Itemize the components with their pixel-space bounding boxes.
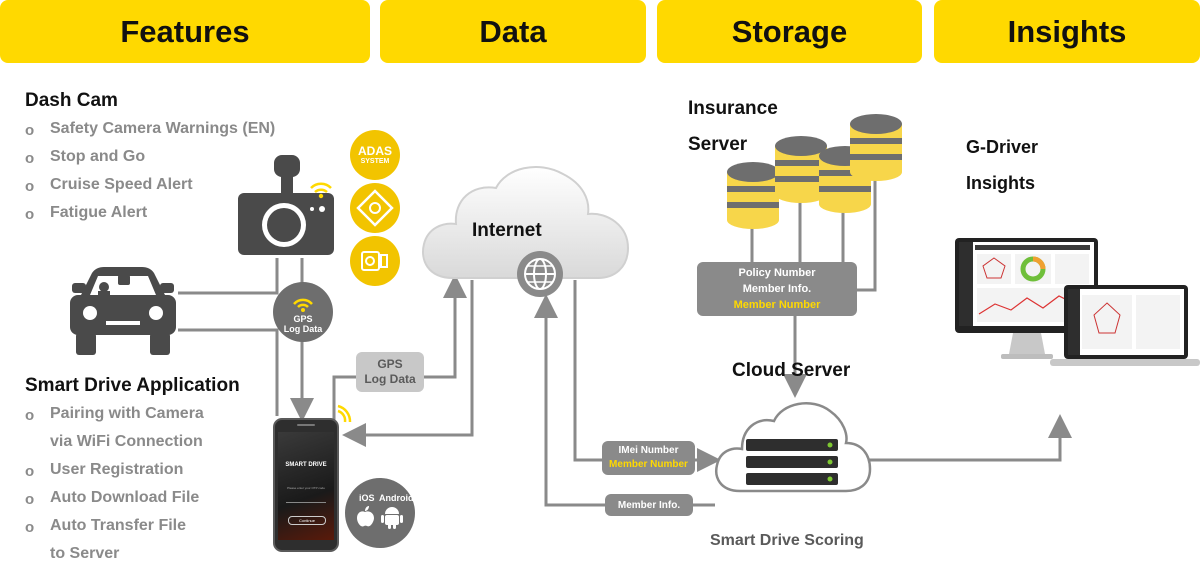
ios-label: iOS xyxy=(359,493,375,503)
adas-system-badge: ADAS SYSTEM xyxy=(350,130,400,180)
policy-number-label: Policy Number xyxy=(738,267,816,279)
phone-input[interactable] xyxy=(286,502,326,503)
bullet-icon: o xyxy=(25,150,35,167)
wifi-icon xyxy=(310,182,332,199)
database-icon xyxy=(727,162,779,229)
policy-info-box: Policy Number Member Info. Member Number xyxy=(697,262,857,316)
feature-item: Pairing with Camera xyxy=(50,405,204,422)
smart-drive-scoring-label: Smart Drive Scoring xyxy=(710,532,864,549)
feature-item: to Server xyxy=(50,545,120,562)
bullet-icon: o xyxy=(25,206,35,223)
feature-item: via WiFi Connection xyxy=(50,433,203,450)
gps-box-sub-label: Log Data xyxy=(364,372,416,386)
gps-log-data-circle: GPS Log Data xyxy=(273,282,333,342)
bullet-icon: o xyxy=(25,519,35,536)
imei-info-box: IMei Number Member Number xyxy=(602,441,695,475)
car-icon xyxy=(70,267,176,355)
feature-item: Auto Transfer File xyxy=(50,517,187,534)
feature-item: Fatigue Alert xyxy=(50,204,148,221)
insurance-server-label: Insurance xyxy=(688,98,778,119)
insurance-server-label-line2: Server xyxy=(688,134,748,155)
phone-screen: SMART DRIVE Please enter your OTP code C… xyxy=(278,432,334,540)
wifi-icon xyxy=(337,404,352,423)
internet-label: Internet xyxy=(472,220,542,241)
feature-item: Cruise Speed Alert xyxy=(50,176,193,193)
dash-cam-title: Dash Cam xyxy=(25,90,118,111)
header-storage: Storage xyxy=(657,0,922,63)
feature-item: Safety Camera Warnings (EN) xyxy=(50,120,276,137)
database-icon xyxy=(850,114,902,181)
globe-icon xyxy=(517,251,563,297)
speed-camera-icon xyxy=(350,236,400,286)
database-icon xyxy=(775,136,827,203)
dashboard-monitor-icon xyxy=(955,238,1098,359)
internet-cloud-icon xyxy=(422,166,630,279)
adas-label: ADAS xyxy=(357,143,392,158)
g-driver-label-line2: Insights xyxy=(966,173,1036,193)
phone-continue-button[interactable]: Continue xyxy=(288,516,326,525)
gps-box-label: GPS xyxy=(377,357,403,371)
header-features: Features xyxy=(0,0,370,63)
bullet-icon: o xyxy=(25,178,35,195)
imei-number-label: IMei Number xyxy=(618,445,679,456)
bullet-icon: o xyxy=(25,407,35,424)
phone-brand: SMART DRIVE xyxy=(285,462,327,468)
bullet-icon: o xyxy=(25,122,35,139)
adas-sub-label: SYSTEM xyxy=(360,157,390,165)
laptop-icon xyxy=(1050,285,1200,366)
gps-log-data-box: GPS Log Data xyxy=(356,352,424,392)
g-driver-label: G-Driver xyxy=(966,137,1039,157)
android-icon xyxy=(381,507,403,529)
gps-circle-sub-label: Log Data xyxy=(283,324,323,334)
feature-item: User Registration xyxy=(50,461,184,478)
phone-tagline: Please enter your OTP code xyxy=(287,486,325,490)
camera-icon xyxy=(238,155,334,255)
phone-speaker xyxy=(297,424,315,426)
cloud-server-icon xyxy=(715,402,872,493)
header-insights: Insights xyxy=(934,0,1200,63)
apple-icon xyxy=(357,506,374,527)
cloud-server-label: Cloud Server xyxy=(732,360,851,381)
android-label: Android xyxy=(379,493,414,503)
member-info-box: Member Info. xyxy=(605,494,693,516)
header-data: Data xyxy=(380,0,646,63)
member-info-label: Member Info. xyxy=(742,283,812,295)
gps-circle-label: GPS xyxy=(293,314,313,324)
smart-drive-title: Smart Drive Application xyxy=(25,375,240,396)
warning-sign-icon xyxy=(350,183,400,233)
bullet-icon: o xyxy=(25,491,35,508)
feature-item: Auto Download File xyxy=(50,489,200,506)
member-number-label: Member Number xyxy=(609,459,688,470)
smartphone: SMART DRIVE Please enter your OTP code C… xyxy=(273,418,339,552)
os-platforms-circle: iOS Android xyxy=(345,478,415,548)
wifi-icon xyxy=(293,298,313,312)
bullet-icon: o xyxy=(25,463,35,480)
member-number-label: Member Number xyxy=(733,299,821,311)
feature-item: Stop and Go xyxy=(50,148,146,165)
